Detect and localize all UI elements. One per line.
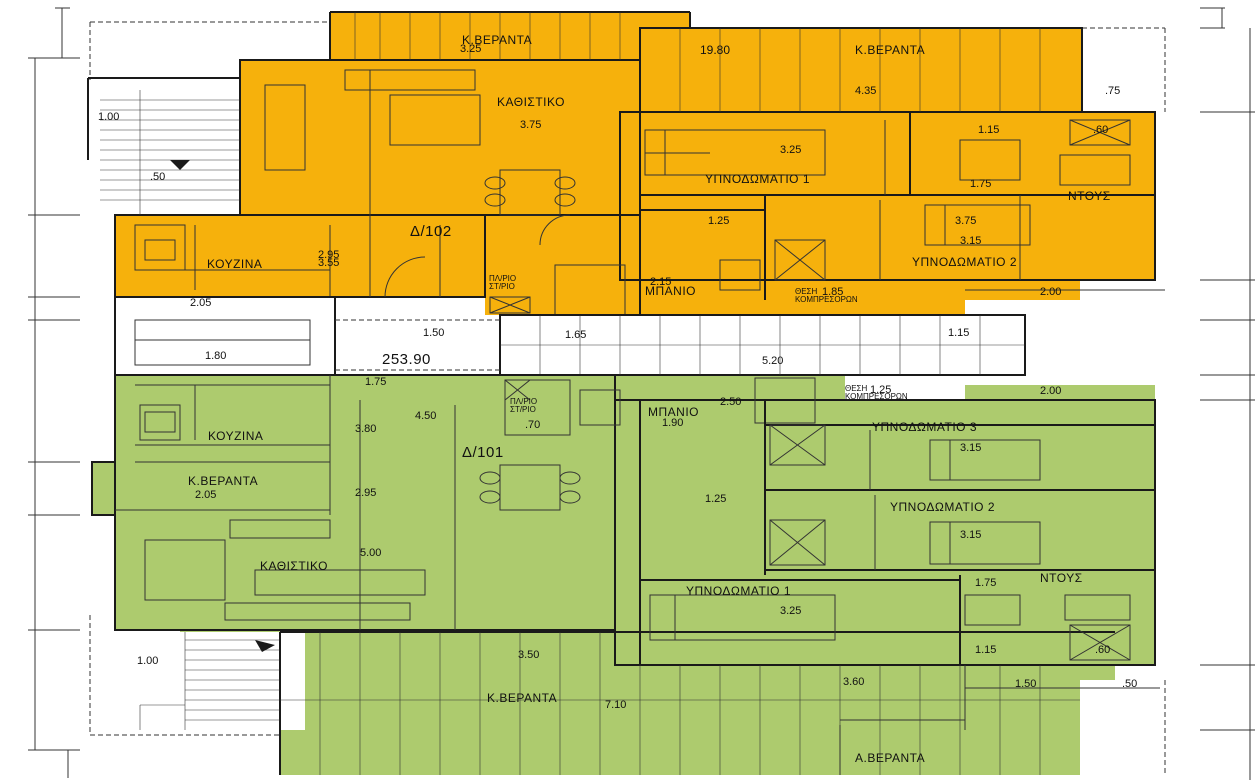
room-label-kouzina-bottom: ΚΟΥΖΙΝΑ [208,429,264,443]
dim-label: .60 [1095,644,1111,656]
common-area-label: 253.90 [382,351,431,368]
dim-label: 3.55 [318,257,340,269]
dim-label: 1.75 [970,178,992,190]
dim-label: 4.50 [415,410,437,422]
dim-label: .50 [1122,678,1138,690]
room-label-k-veranta-mid: Κ.ΒΕΡΑΝΤΑ [188,474,259,488]
dim-label: 5.20 [762,355,784,367]
dim-label: 7.10 [605,699,627,711]
dim-label: 1.00 [137,655,159,667]
dim-label: 3.50 [518,649,540,661]
dim-label: 1.90 [662,417,684,429]
room-label-ypnodomatio-3-bottom: ΥΠΝΟΔΩΜΑΤΙΟ 3 [872,420,978,434]
dim-label: 2.05 [195,489,217,501]
room-label-a-veranta-bottom: Α.ΒΕΡΑΝΤΑ [855,751,926,765]
dim-label: 2.15 [650,276,672,288]
dim-label: 2.00 [1040,286,1062,298]
dim-label: 2.05 [190,297,212,309]
dim-label: 1.25 [705,493,727,505]
dim-label: 1.15 [978,124,1000,136]
room-label-ypnodomatio-2-bottom: ΥΠΝΟΔΩΜΑΤΙΟ 2 [890,500,996,514]
dim-label: 1.15 [948,327,970,339]
room-label-ypnodomatio-1-bottom: ΥΠΝΟΔΩΜΑΤΙΟ 1 [686,584,792,598]
dim-label: 1.25 [708,215,730,227]
dim-label: 3.15 [960,529,982,541]
dim-label: 3.80 [355,423,377,435]
dim-label: 3.25 [460,43,482,55]
dim-label: .50 [150,171,166,183]
room-label-ntous-top: ΝΤΟΥΣ [1068,189,1111,203]
dim-label: 2.95 [355,487,377,499]
dim-label: 3.25 [780,144,802,156]
room-label-mpanio-top: ΜΠΑΝΙΟ [645,284,696,298]
room-label-kompresoron-bottom: ΚΟΜΠΡΕΣΟΡΩΝ [845,392,908,401]
dim-label: 1.50 [1015,678,1037,690]
dim-label: 4.35 [855,85,877,97]
room-label-k-veranta-bottom: Κ.ΒΕΡΑΝΤΑ [487,691,558,705]
room-label-kouzina-top: ΚΟΥΖΙΝΑ [207,257,263,271]
room-label-mpanio-bottom: ΜΠΑΝΙΟ [648,405,699,419]
room-label-ntous-bottom: ΝΤΟΥΣ [1040,571,1083,585]
room-label-thesi-top: ΘΕΣΗ [795,287,818,296]
upper-unit-fill [115,12,1155,315]
unit-label-upper: Δ/102 [410,223,452,240]
room-label-ypnodomatio-2-top: ΥΠΝΟΔΩΜΑΤΙΟ 2 [912,255,1018,269]
room-label-kompresoron-top: ΚΟΜΠΡΕΣΟΡΩΝ [795,295,858,304]
dim-label: 3.15 [960,442,982,454]
dim-label: .60 [1093,124,1109,136]
room-label-pl-bottom: ΠΛ/ΡΙΟ [510,397,538,406]
room-label-kathistiko-bottom: ΚΑΘΙΣΤΙΚΟ [260,559,328,573]
room-label-k-veranta-top-left: Κ.ΒΕΡΑΝΤΑ [462,33,533,47]
unit-label-lower: Δ/101 [462,444,504,461]
plan-lines [28,7,1255,780]
dim-label: 1.15 [975,644,997,656]
dim-label: 3.75 [955,215,977,227]
dim-label: .70 [525,419,541,431]
dim-label: 5.00 [360,547,382,559]
dim-label: 1.25 [870,384,892,396]
dim-label: 2.50 [720,396,742,408]
dim-label: .75 [1105,85,1121,97]
dim-label: 2.00 [1040,385,1062,397]
dim-label: 3.75 [520,119,542,131]
room-label-st-bottom: ΣΤ/ΡΙΟ [510,405,536,414]
dim-label: 1.75 [365,376,387,388]
room-label-thesi-bottom: ΘΕΣΗ [845,384,868,393]
room-label-st-top: ΣΤ/ΡΙΟ [489,282,515,291]
dim-label: 3.25 [780,605,802,617]
dim-label: 1.00 [98,111,120,123]
dim-label: 1.50 [423,327,445,339]
dim-label: 3.60 [843,676,865,688]
dim-label: 19.80 [700,43,731,57]
dim-label: 1.75 [975,577,997,589]
room-label-k-veranta-top-right: Κ.ΒΕΡΑΝΤΑ [855,43,926,57]
dim-label: 1.85 [822,286,844,298]
dim-label: 2.95 [318,249,340,261]
dim-label: 1.65 [565,329,587,341]
lower-unit-fill [92,375,1155,775]
room-label-kathistiko-top: ΚΑΘΙΣΤΙΚΟ [497,95,565,109]
room-label-ypnodomatio-1-top: ΥΠΝΟΔΩΜΑΤΙΟ 1 [705,172,811,186]
dim-label: 1.80 [205,350,227,362]
room-label-pl-top: ΠΛ/ΡΙΟ [489,274,517,283]
dim-label: 3.15 [960,235,982,247]
